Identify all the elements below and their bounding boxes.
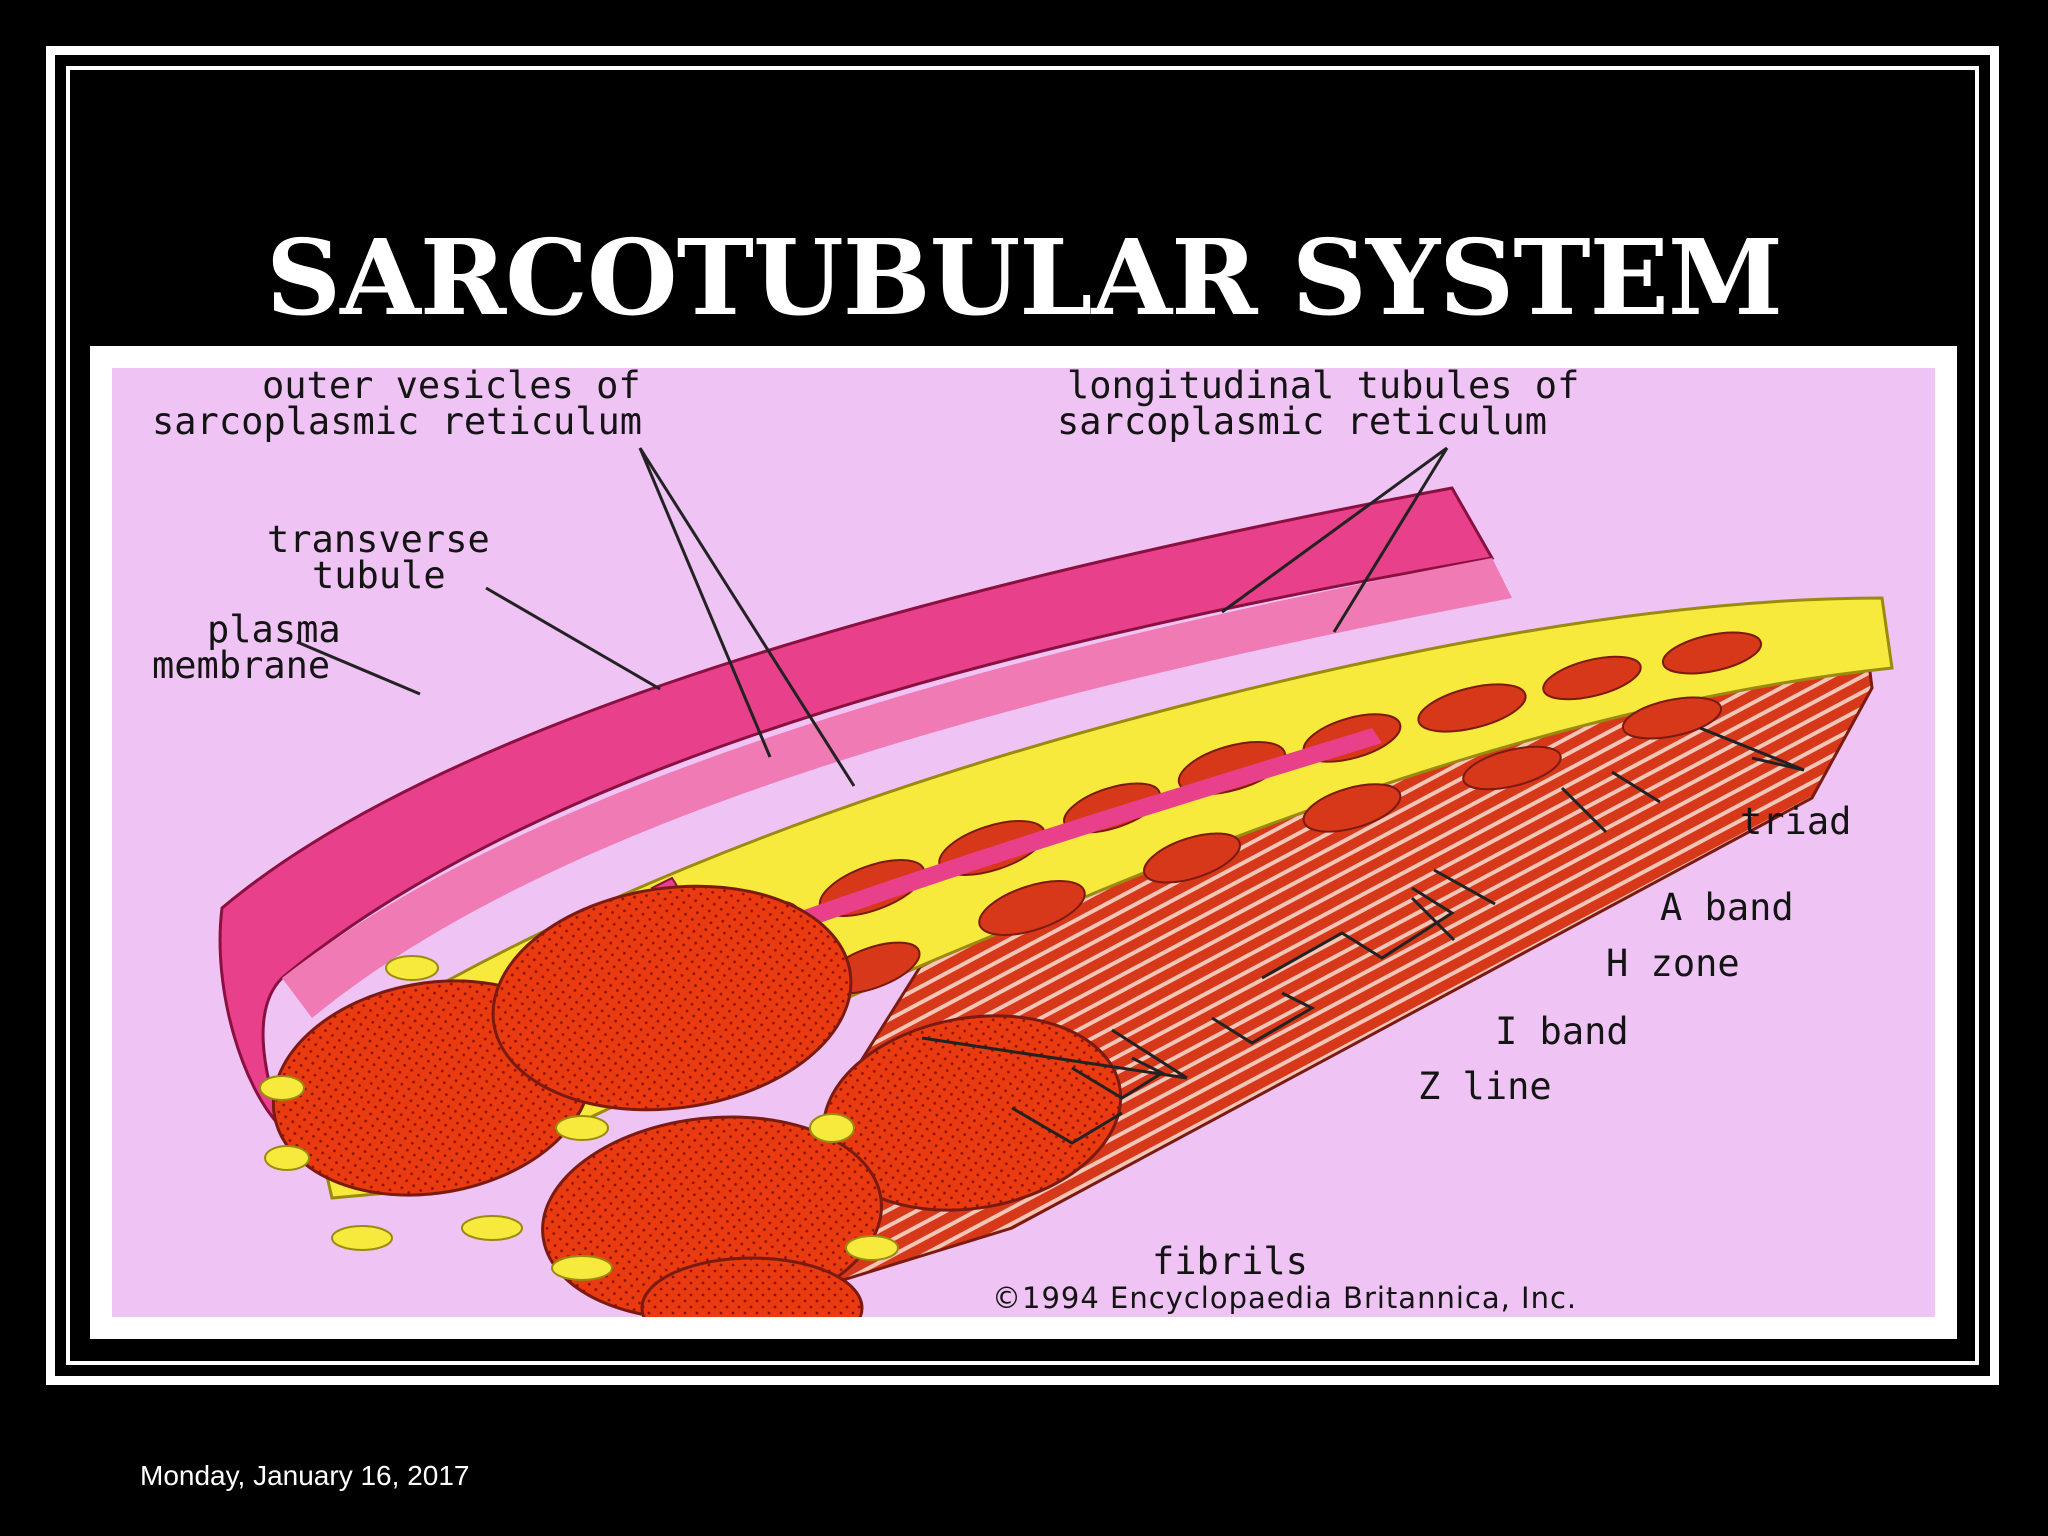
footer-date: Monday, January 16, 2017 — [140, 1460, 470, 1491]
label-fibrils: fibrils — [1152, 1240, 1308, 1283]
outer-vesicles — [259, 955, 899, 1281]
label-longitudinal-line2: sarcoplasmic reticulum — [1057, 400, 1547, 443]
plasma-membrane-inner — [282, 558, 1512, 1018]
label-transverse-line2: tubule — [312, 554, 446, 597]
slide-frame-inner — [66, 66, 1979, 1365]
label-i-band: I band — [1495, 1010, 1629, 1053]
label-plasma-line1: plasma — [207, 608, 341, 651]
label-outer-vesicles-line2: sarcoplasmic reticulum — [152, 400, 642, 443]
label-plasma-line2: membrane — [152, 644, 330, 687]
label-transverse-line1: transverse — [267, 518, 490, 561]
label-a-band: A band — [1660, 886, 1794, 929]
label-h-zone: H zone — [1606, 942, 1740, 985]
transverse-tubule-band — [672, 728, 1382, 973]
sarcotubular-diagram: outer vesicles of sarcoplasmic reticulum… — [90, 346, 1957, 1339]
diagram-svg: outer vesicles of sarcoplasmic reticulum… — [112, 368, 1935, 1317]
fibril-cross-sections — [271, 884, 1123, 1317]
label-triad: triad — [1740, 800, 1851, 843]
slide-title: SARCOTUBULAR SYSTEM — [266, 216, 1783, 339]
copyright-text: ©1994 Encyclopaedia Britannica, Inc. — [992, 1281, 1577, 1315]
slide-frame-outer — [46, 46, 1999, 1385]
leader-lines — [296, 446, 1805, 1080]
label-z-line: Z line — [1418, 1065, 1552, 1108]
label-outer-vesicles-line1: outer vesicles of — [262, 368, 641, 407]
label-longitudinal-line1: longitudinal tubules of — [1067, 368, 1579, 407]
band-brackets — [1011, 886, 1455, 1145]
